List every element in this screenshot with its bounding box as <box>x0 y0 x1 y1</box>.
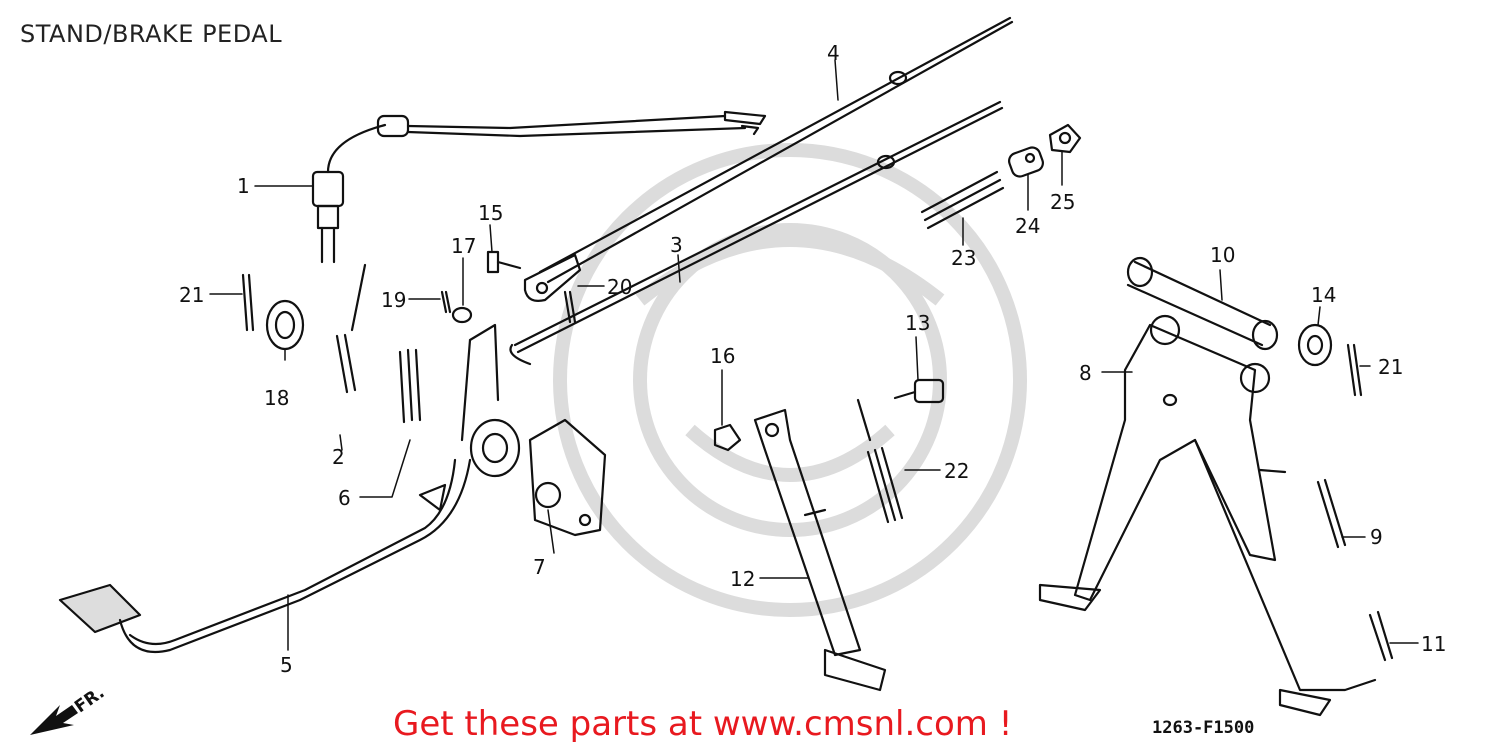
joint-collar-part <box>1008 146 1044 178</box>
callout-19: 19 <box>381 288 406 312</box>
callout-20: 20 <box>607 275 632 299</box>
stand-shaft-part <box>1126 256 1279 351</box>
callout-17: 17 <box>451 234 476 258</box>
brake-rod-2-part <box>509 100 1004 366</box>
callout-4: 4 <box>827 41 840 65</box>
pedal-bracket-part <box>528 418 607 537</box>
callout-23: 23 <box>951 246 976 270</box>
front-arrow-icon <box>30 705 78 735</box>
callout-11: 11 <box>1421 632 1446 656</box>
stand-hardware <box>713 378 945 452</box>
callout-12: 12 <box>730 567 755 591</box>
rod-spring-part <box>920 170 1005 230</box>
callout-13: 13 <box>905 311 930 335</box>
callout-6: 6 <box>338 486 351 510</box>
callout-16: 16 <box>710 344 735 368</box>
main-stand-part <box>1038 314 1377 717</box>
side-stand-part <box>753 408 887 692</box>
diagram-code: 1263-F1500 <box>1152 718 1255 738</box>
brake-pedal-part <box>58 323 521 654</box>
callout-15: 15 <box>478 201 503 225</box>
promo-link[interactable]: Get these parts at www.cmsnl.com ! <box>393 704 1013 744</box>
callout-3: 3 <box>670 233 683 257</box>
leader-lines <box>209 59 1419 651</box>
watermark-logo <box>553 143 1027 617</box>
callout-21-left: 21 <box>179 283 204 307</box>
return-springs <box>335 263 1394 662</box>
callout-24: 24 <box>1015 214 1040 238</box>
callout-labels: 1 2 3 4 5 6 7 8 9 10 11 12 13 14 15 16 1… <box>179 41 1446 677</box>
callout-10: 10 <box>1210 243 1235 267</box>
callout-21-right: 21 <box>1378 355 1403 379</box>
callout-1: 1 <box>237 174 250 198</box>
callout-5: 5 <box>280 653 293 677</box>
callout-14: 14 <box>1311 283 1336 307</box>
adjusting-nut-part <box>1048 123 1082 154</box>
callout-18: 18 <box>264 386 289 410</box>
callout-2: 2 <box>332 445 345 469</box>
callout-9: 9 <box>1370 525 1383 549</box>
callout-25: 25 <box>1050 190 1075 214</box>
page-title: STAND/BRAKE PEDAL <box>20 20 283 48</box>
callout-7: 7 <box>533 555 546 579</box>
callout-22: 22 <box>944 459 969 483</box>
brake-switch-part <box>311 110 767 264</box>
callout-8: 8 <box>1079 361 1092 385</box>
brake-rod-part <box>523 16 1014 302</box>
small-hardware <box>241 250 1363 397</box>
